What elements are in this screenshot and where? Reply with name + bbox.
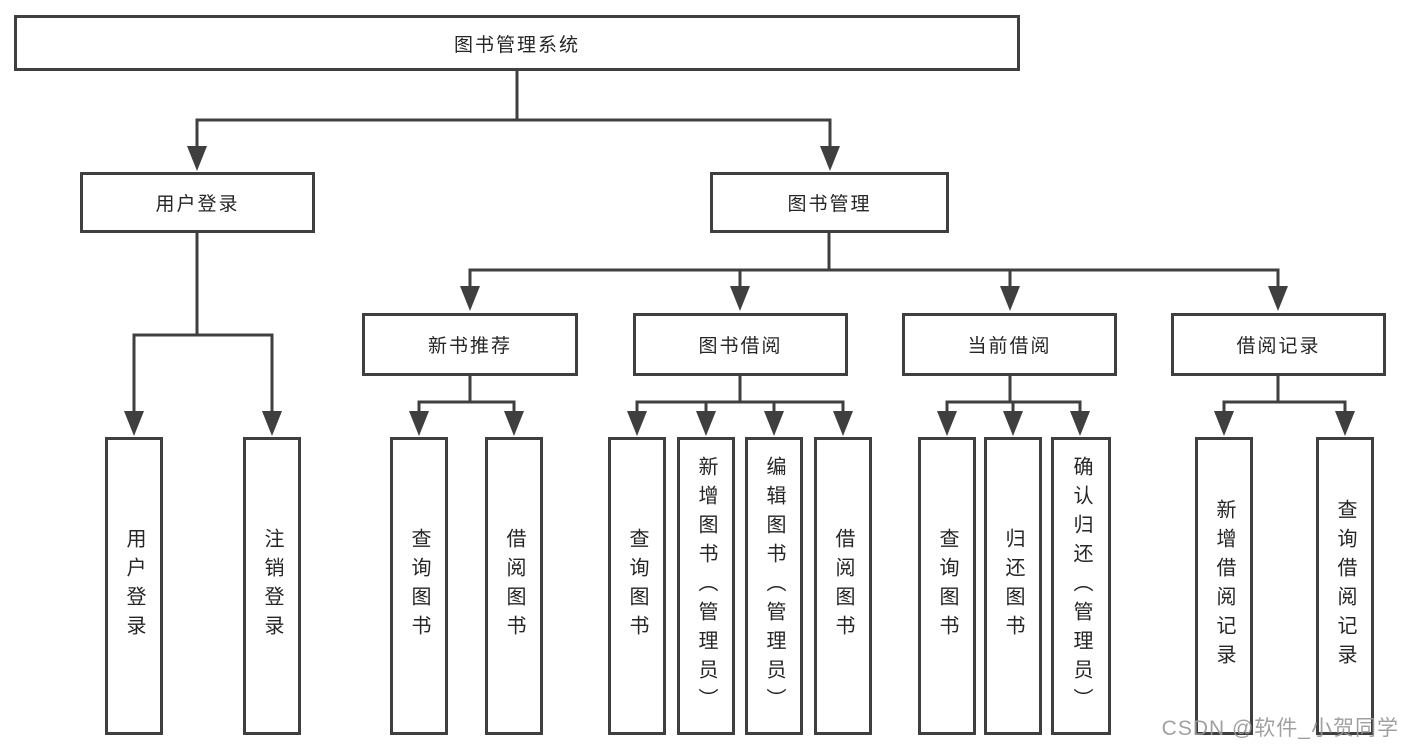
leaf-cb-return-books: 归还图书	[984, 437, 1042, 735]
csdn-watermark: CSDN @软件_小贺同学	[1161, 717, 1399, 740]
leaf-nb-borrow-books: 借阅图书	[485, 437, 543, 735]
leaf-cb-query-books: 查询图书	[918, 437, 976, 735]
leaf-bb-edit-books-admin: 编辑图书（管理员）	[745, 437, 803, 735]
leaf-user-login: 用户登录	[105, 437, 163, 735]
node-current-borrow-label: 当前借阅	[967, 336, 1052, 357]
leaf-br-query-record-label: 查询借阅记录	[1334, 499, 1356, 673]
node-user-login: 用户登录	[80, 172, 315, 233]
leaf-nb-query-books-label: 查询图书	[408, 528, 430, 644]
leaf-bb-edit-books-admin-label: 编辑图书（管理员）	[763, 455, 785, 717]
leaf-cb-confirm-return-admin: 确认归还（管理员）	[1051, 437, 1111, 735]
node-borrow-records-label: 借阅记录	[1236, 336, 1321, 357]
leaf-bb-add-books-admin: 新增图书（管理员）	[677, 437, 735, 735]
node-new-book-recommend-label: 新书推荐	[427, 336, 512, 357]
leaf-user-login-label: 用户登录	[123, 528, 145, 644]
leaf-br-add-record-label: 新增借阅记录	[1213, 499, 1235, 673]
node-root: 图书管理系统	[14, 15, 1020, 71]
leaf-nb-borrow-books-label: 借阅图书	[503, 528, 525, 644]
node-current-borrow: 当前借阅	[902, 313, 1117, 376]
leaf-br-add-record: 新增借阅记录	[1195, 437, 1253, 735]
leaf-bb-borrow-books: 借阅图书	[814, 437, 872, 735]
node-book-management: 图书管理	[710, 172, 949, 233]
node-new-book-recommend: 新书推荐	[362, 313, 578, 376]
node-user-login-label: 用户登录	[155, 194, 240, 215]
leaf-cb-query-books-label: 查询图书	[936, 528, 958, 644]
node-root-label: 图书管理系统	[453, 34, 580, 56]
leaf-bb-query-books-label: 查询图书	[626, 528, 648, 644]
node-borrow-records: 借阅记录	[1171, 313, 1386, 376]
leaf-cb-confirm-return-admin-label: 确认归还（管理员）	[1070, 455, 1092, 717]
leaf-bb-query-books: 查询图书	[608, 437, 666, 735]
leaf-logout: 注销登录	[243, 437, 301, 735]
node-book-borrow: 图书借阅	[633, 313, 848, 376]
leaf-cb-return-books-label: 归还图书	[1002, 528, 1024, 644]
leaf-logout-label: 注销登录	[261, 528, 283, 644]
leaf-bb-borrow-books-label: 借阅图书	[832, 528, 854, 644]
leaf-bb-add-books-admin-label: 新增图书（管理员）	[695, 455, 717, 717]
node-book-management-label: 图书管理	[787, 194, 872, 215]
node-book-borrow-label: 图书借阅	[698, 336, 783, 357]
leaf-nb-query-books: 查询图书	[390, 437, 448, 735]
leaf-br-query-record: 查询借阅记录	[1316, 437, 1374, 735]
